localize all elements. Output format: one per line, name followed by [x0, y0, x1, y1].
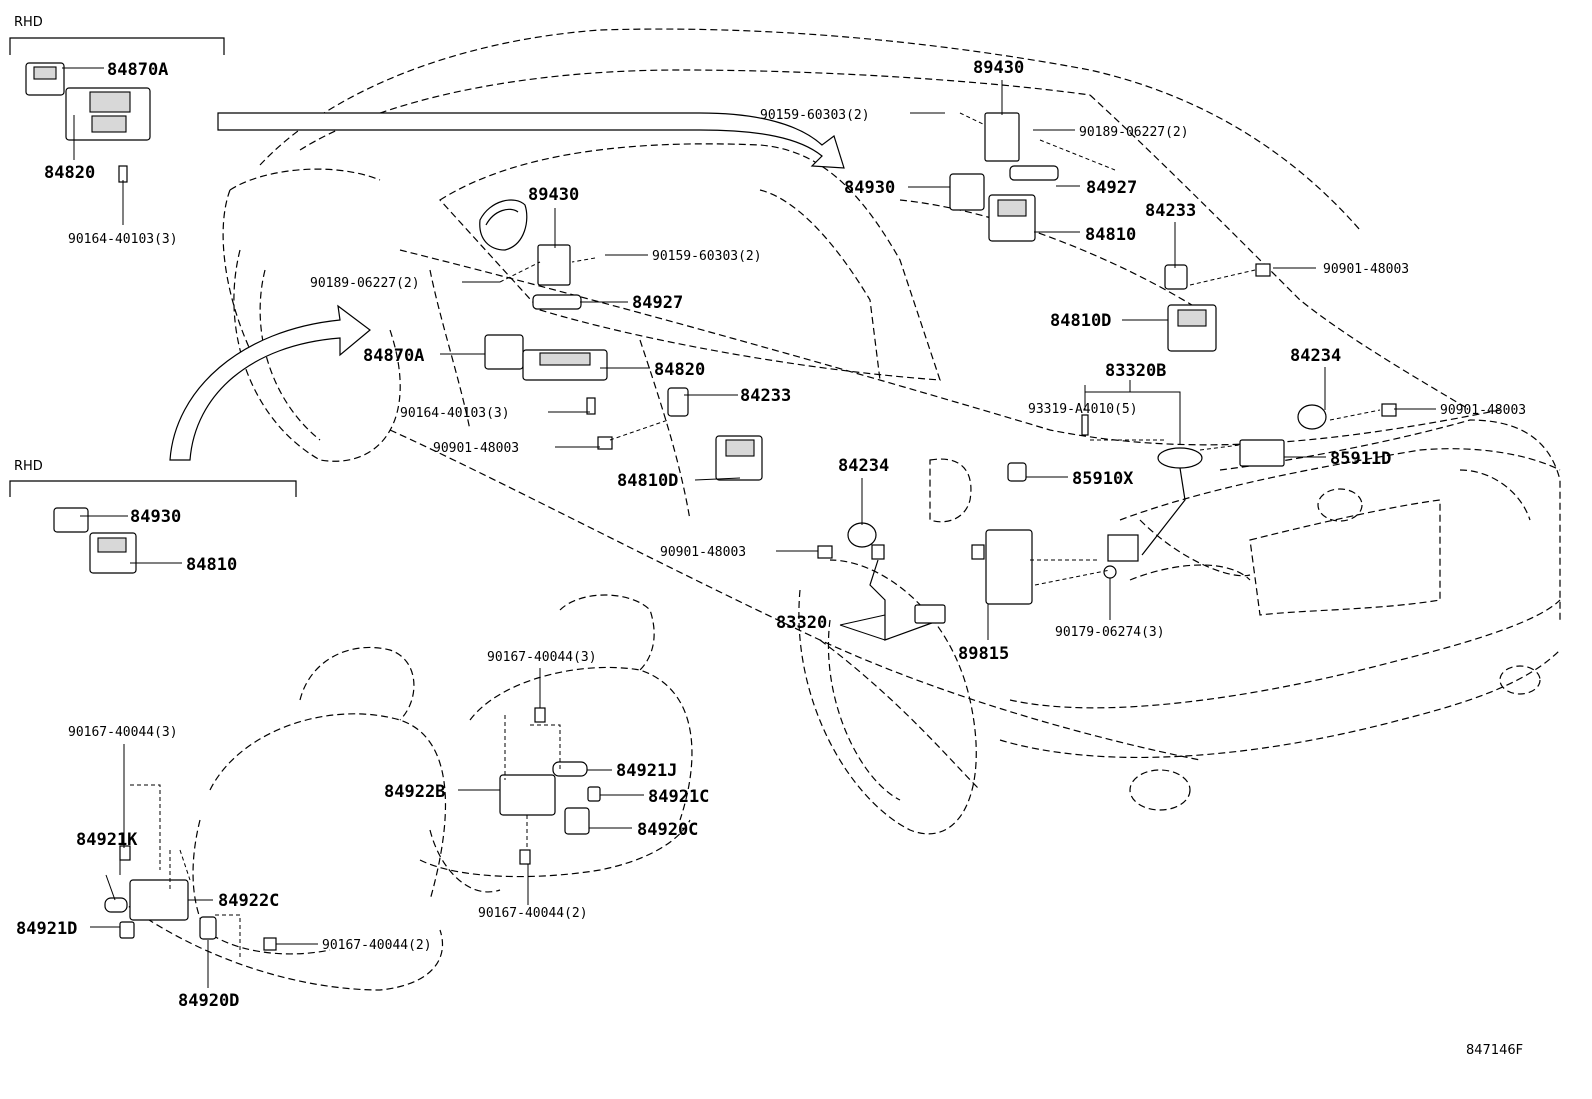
- part-label-84870A-c: 84870A: [363, 346, 424, 366]
- part-label-90901-c2: 90901-48003: [660, 545, 746, 560]
- part-label-90189-r: 90189-06227(2): [1079, 125, 1189, 140]
- part-icons: [25, 62, 1397, 960]
- part-label-90901-r1: 90901-48003: [1323, 262, 1409, 277]
- part-label-84922B: 84922B: [384, 782, 445, 802]
- part-label-84233-c: 84233: [740, 386, 791, 406]
- part-label-89815: 89815: [958, 644, 1009, 664]
- part-label-84930-ml: 84930: [130, 507, 181, 527]
- part-label-90159-c: 90159-60303(2): [652, 249, 762, 264]
- part-label-89430-r: 89430: [973, 58, 1024, 78]
- part-label-83320B: 83320B: [1105, 361, 1166, 381]
- part-label-93319: 93319-A4010(5): [1028, 402, 1138, 417]
- part-label-90901-c: 90901-48003: [433, 441, 519, 456]
- part-label-84921K: 84921K: [76, 830, 138, 850]
- arrows: [169, 112, 845, 461]
- part-label-90164-c: 90164-40103(3): [400, 406, 510, 421]
- part-label-84920D: 84920D: [178, 991, 239, 1011]
- car-outline: [222, 28, 1561, 835]
- part-label-84234-c: 84234: [838, 456, 889, 476]
- part-label-84927-r: 84927: [1086, 178, 1137, 198]
- seats-outline: [119, 594, 693, 991]
- part-label-84810-ml: 84810: [186, 555, 237, 575]
- part-label-85910X: 85910X: [1072, 469, 1134, 489]
- part-label-90167-s1: 90167-40044(3): [487, 650, 597, 665]
- part-label-90167-s3: 90167-40044(2): [478, 906, 588, 921]
- part-label-90189-c: 90189-06227(2): [310, 276, 420, 291]
- part-label-84810-r: 84810: [1085, 225, 1136, 245]
- part-label-84810D-c: 84810D: [617, 471, 678, 491]
- part-label-84921C: 84921C: [648, 787, 709, 807]
- part-label-83320: 83320: [776, 613, 827, 633]
- part-label-90179: 90179-06274(3): [1055, 625, 1165, 640]
- part-label-84920C: 84920C: [637, 820, 698, 840]
- part-label-84922C: 84922C: [218, 891, 279, 911]
- section-label-rhd-top: RHD: [14, 15, 43, 30]
- part-label-84927-c: 84927: [632, 293, 683, 313]
- part-label-89430-c: 89430: [528, 185, 579, 205]
- part-label-90167-s4: 90167-40044(2): [322, 938, 432, 953]
- section-label-rhd-mid: RHD: [14, 459, 43, 474]
- labels: RHD RHD 84870A 84820 90164-40103(3) 8493…: [14, 15, 1526, 1058]
- part-label-84870A-tl: 84870A: [107, 60, 168, 80]
- part-label-90164-tl: 90164-40103(3): [68, 232, 178, 247]
- part-label-90167-s2: 90167-40044(3): [68, 725, 178, 740]
- part-label-84810D-r: 84810D: [1050, 311, 1111, 331]
- part-label-84820-c: 84820: [654, 360, 705, 380]
- part-label-84921J: 84921J: [616, 761, 677, 781]
- part-label-84234-r: 84234: [1290, 346, 1341, 366]
- leader-lines: [62, 67, 1436, 988]
- figure-id: 847146F: [1466, 1043, 1523, 1058]
- part-label-84930-r: 84930: [844, 178, 895, 198]
- part-label-84921D: 84921D: [16, 919, 77, 939]
- part-label-90159-r: 90159-60303(2): [760, 108, 870, 123]
- part-label-90901-r2: 90901-48003: [1440, 403, 1526, 418]
- part-label-84233-r: 84233: [1145, 201, 1196, 221]
- part-label-84820-tl: 84820: [44, 163, 95, 183]
- part-label-85911D: 85911D: [1330, 449, 1391, 469]
- rhd-brackets: [9, 37, 297, 497]
